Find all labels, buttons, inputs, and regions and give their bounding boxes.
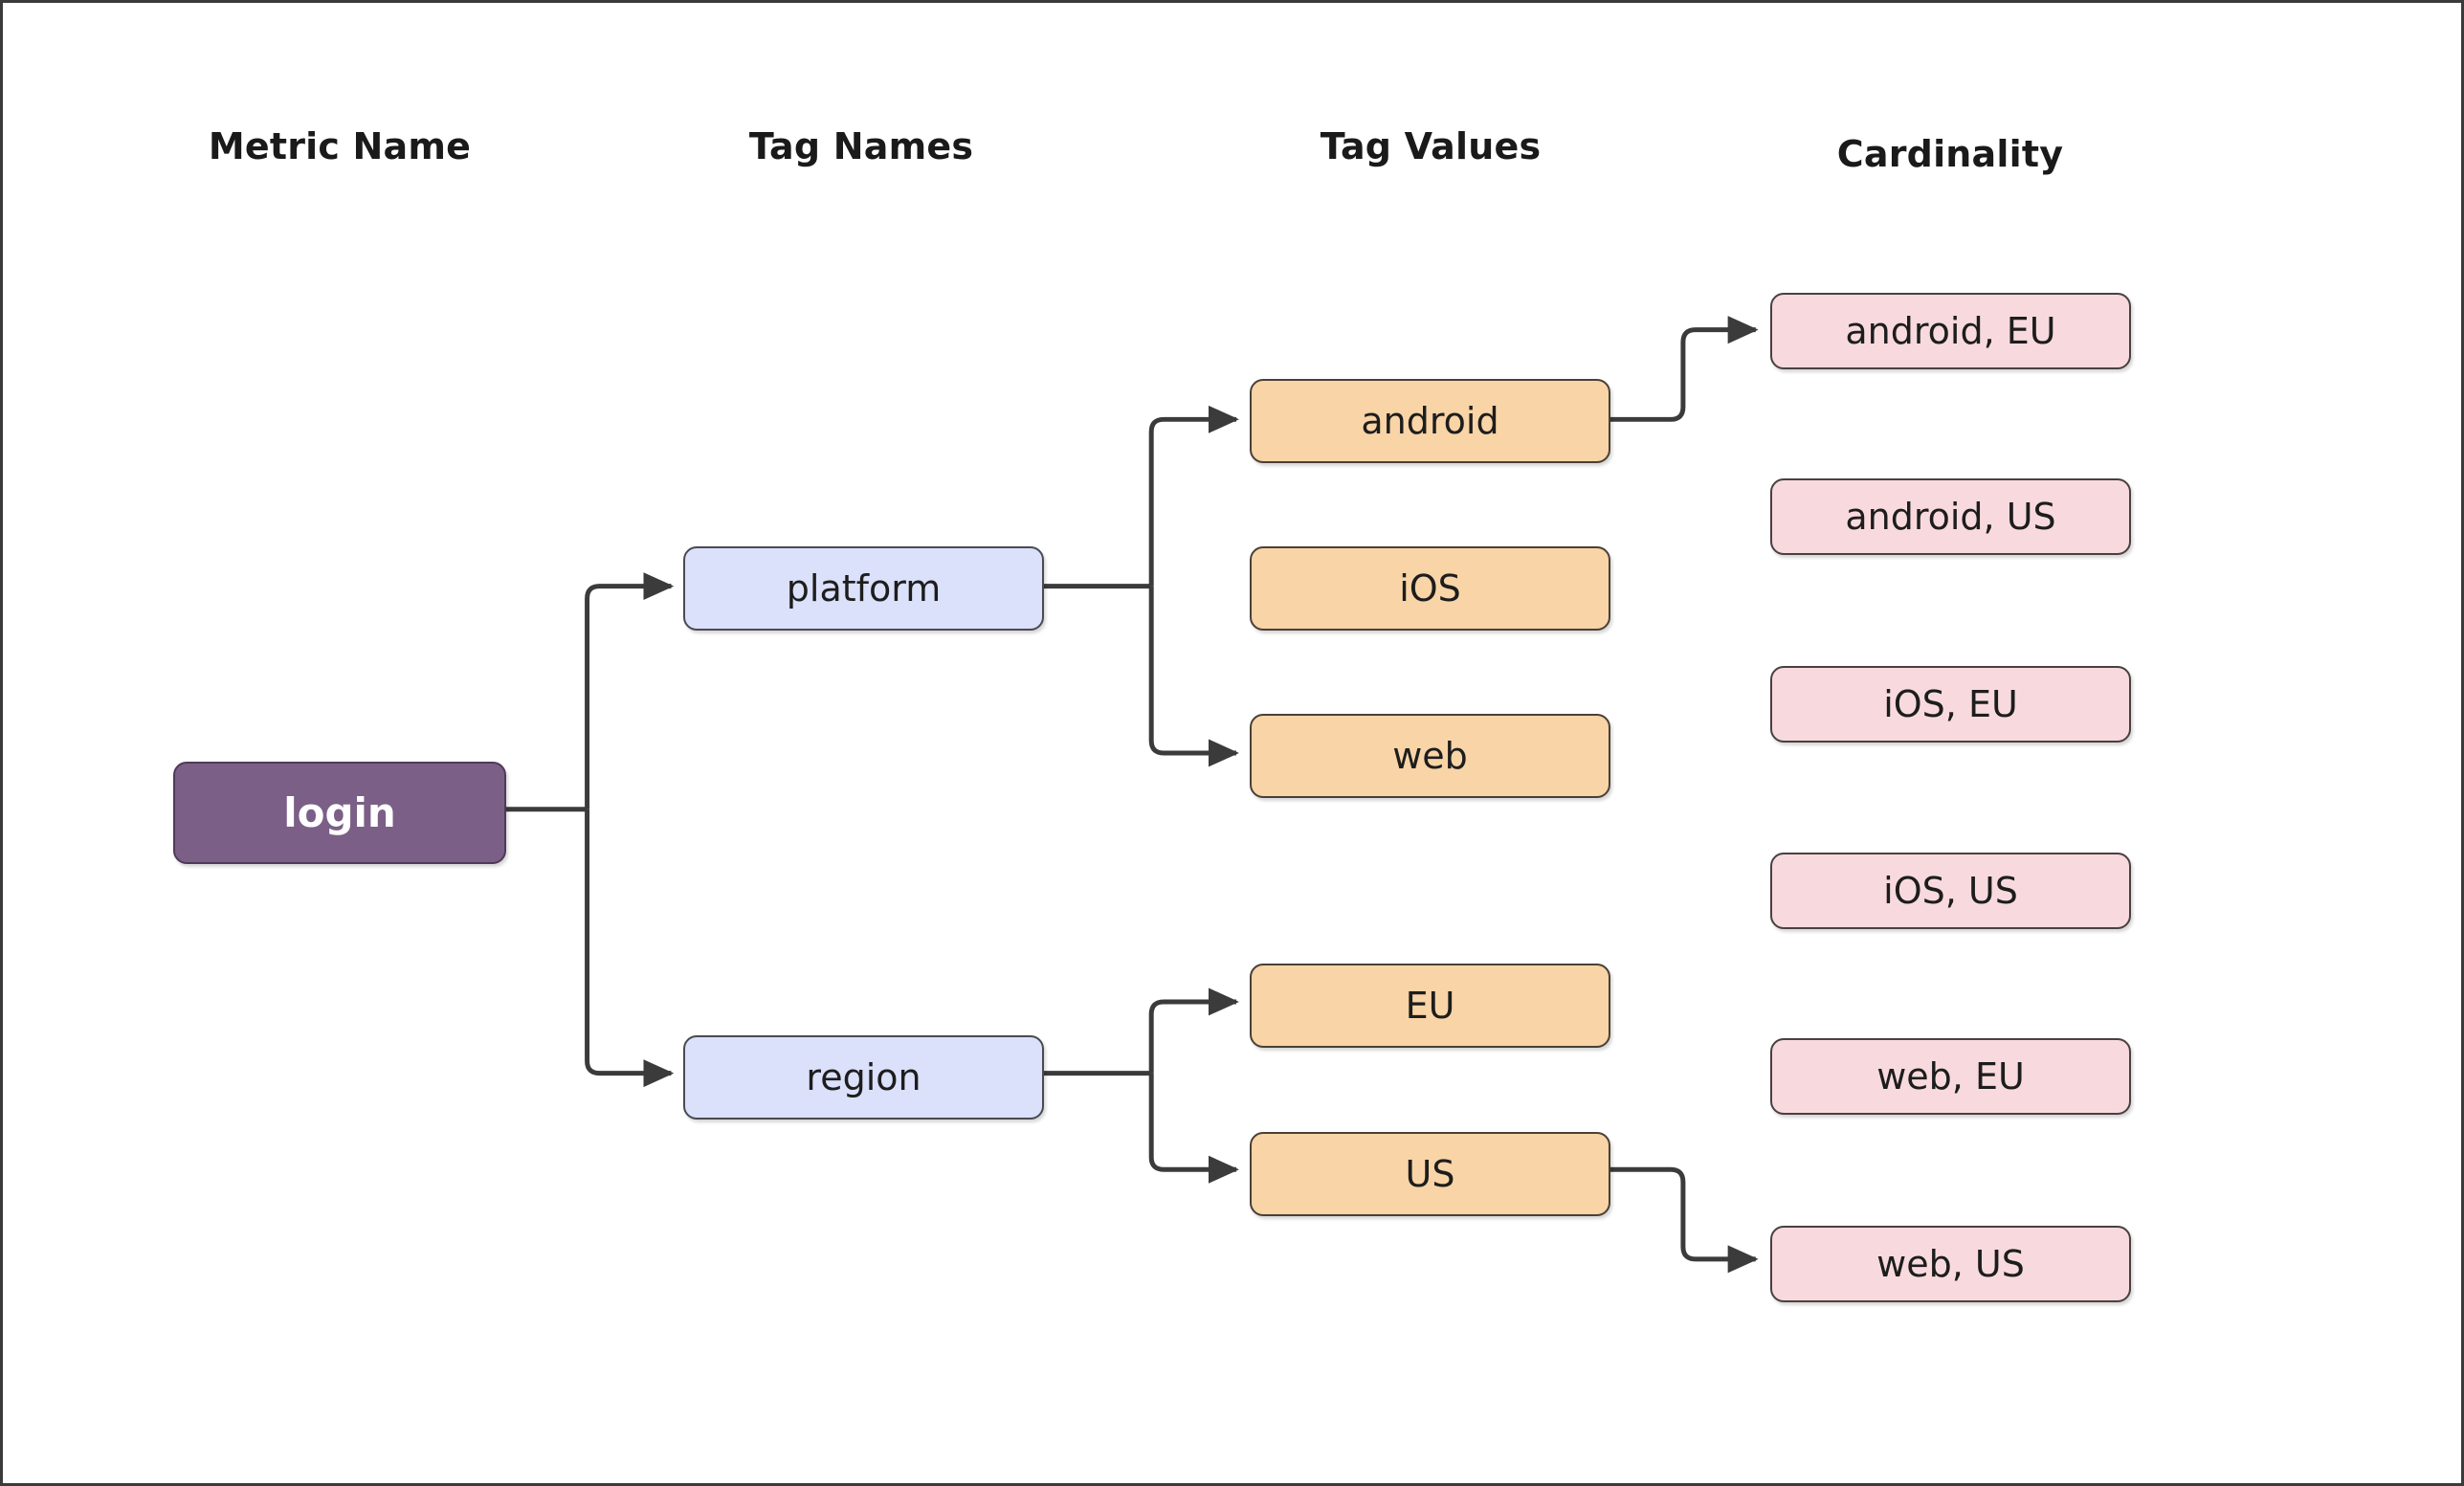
edge-us-to-web-us [1607, 1166, 1759, 1274]
edge-login-to-region [585, 809, 675, 1088]
edge-android-to-android-eu [1607, 316, 1759, 422]
node-metric-login[interactable]: login [173, 762, 506, 864]
node-cardinality-ios-us[interactable]: iOS, US [1770, 853, 2131, 929]
node-tagvalue-us[interactable]: US [1250, 1132, 1610, 1216]
edge-region-to-us [1148, 1073, 1239, 1184]
node-tagvalue-eu[interactable]: EU [1250, 964, 1610, 1048]
column-header-metric-name: Metric Name [208, 125, 472, 167]
node-cardinality-web-eu[interactable]: web, EU [1770, 1038, 2131, 1115]
node-tagname-region[interactable]: region [683, 1035, 1044, 1120]
node-cardinality-ios-eu[interactable]: iOS, EU [1770, 666, 2131, 743]
column-header-tag-values: Tag Values [1320, 125, 1542, 167]
column-header-tag-names: Tag Names [748, 125, 974, 167]
edge-platform-to-android [1148, 405, 1239, 587]
node-tagvalue-web[interactable]: web [1250, 714, 1610, 798]
node-tagvalue-ios[interactable]: iOS [1250, 546, 1610, 631]
node-tagname-platform[interactable]: platform [683, 546, 1044, 631]
node-cardinality-web-us[interactable]: web, US [1770, 1226, 2131, 1302]
column-header-cardinality: Cardinality [1836, 133, 2064, 175]
edge-platform-to-web [1148, 586, 1239, 767]
node-cardinality-android-us[interactable]: android, US [1770, 478, 2131, 555]
node-cardinality-android-eu[interactable]: android, EU [1770, 293, 2131, 369]
edge-region-to-eu [1148, 987, 1239, 1074]
edge-login-to-platform [585, 572, 675, 810]
node-tagvalue-android[interactable]: android [1250, 379, 1610, 463]
